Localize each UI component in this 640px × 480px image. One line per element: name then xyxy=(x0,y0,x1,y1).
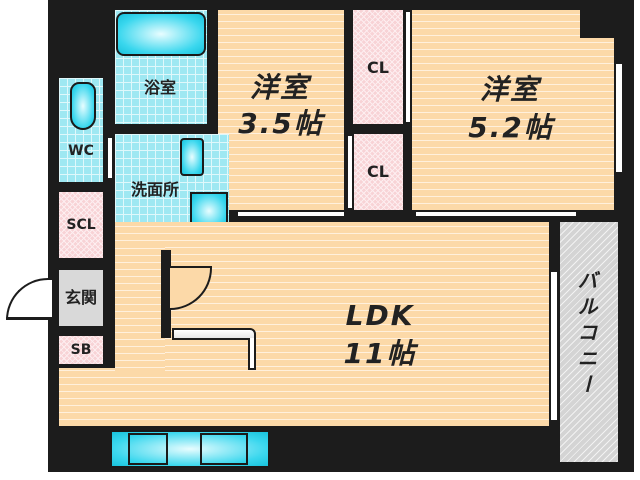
washroom-door[interactable] xyxy=(106,136,114,180)
counter-end xyxy=(248,338,256,370)
entrance-label: 玄関 xyxy=(64,288,97,307)
entrance-door[interactable] xyxy=(6,278,52,320)
kitchen-counter xyxy=(110,430,270,468)
sink-icon xyxy=(180,138,204,176)
window-room-2[interactable] xyxy=(614,62,624,174)
closet-2 xyxy=(353,134,403,210)
room-2-size: 5.2帖 xyxy=(468,111,554,144)
toilet-icon xyxy=(70,82,96,130)
counter xyxy=(172,328,256,340)
sb-label: SB xyxy=(70,342,92,358)
closet-2-door[interactable] xyxy=(346,134,354,210)
closet-1-door[interactable] xyxy=(404,10,412,124)
room-2-name: 洋室 xyxy=(479,73,540,106)
closet-1 xyxy=(353,10,403,124)
western-room-1 xyxy=(218,10,344,210)
shoe-box xyxy=(59,336,103,364)
room-2-door[interactable] xyxy=(414,210,578,218)
stove-icon xyxy=(128,433,168,465)
closet-2-label: CL xyxy=(367,162,389,181)
entrance xyxy=(59,270,103,326)
scl-label: SCL xyxy=(66,217,96,233)
shoe-closet xyxy=(59,192,103,258)
bathtub-icon xyxy=(116,12,206,56)
washroom-label: 洗面所 xyxy=(130,180,179,199)
room-1-door[interactable] xyxy=(236,210,346,218)
kitchen-sink-icon xyxy=(200,433,248,465)
balcony-window[interactable] xyxy=(549,270,559,422)
western-room-2 xyxy=(412,10,614,210)
ldk-hall xyxy=(115,244,165,374)
ldk-lower xyxy=(59,368,549,426)
partition-wall xyxy=(161,250,171,338)
pillar xyxy=(580,10,614,38)
room-1-size: 3.5帖 xyxy=(238,107,324,140)
bathroom-label: 浴室 xyxy=(143,78,176,97)
balcony-label: バルコニー xyxy=(574,270,598,400)
balcony xyxy=(560,222,618,462)
ldk-size: 11帖 xyxy=(343,337,417,370)
closet-1-label: CL xyxy=(367,58,389,77)
toilet-label: WC xyxy=(68,143,94,159)
room-1-name: 洋室 xyxy=(249,71,310,104)
ldk-name: LDK xyxy=(345,299,415,332)
